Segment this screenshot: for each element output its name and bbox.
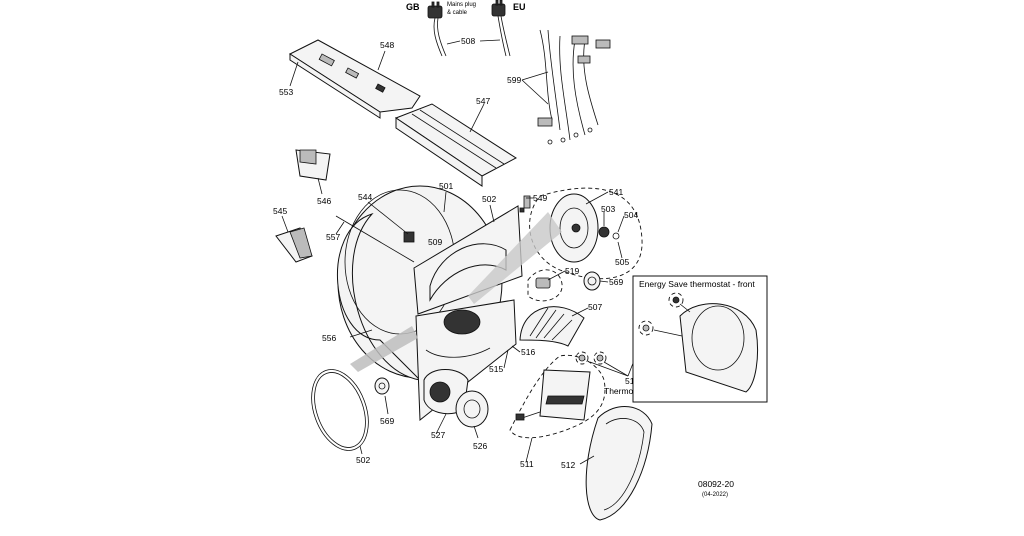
duct-group-outline <box>509 354 606 439</box>
drawing-number: 08092-20 <box>698 479 734 489</box>
label-508: 508 <box>461 36 475 46</box>
label-513: 513 <box>625 376 639 386</box>
label-energy-save: Energy Save thermostat - front <box>639 279 755 289</box>
label-gb: GB <box>406 2 420 12</box>
label-548: 548 <box>380 40 394 50</box>
label-511: 511 <box>520 459 534 469</box>
label-502-top: 502 <box>482 194 496 204</box>
filter-part <box>275 215 313 263</box>
duct-parts <box>515 369 591 463</box>
fan-impeller-parts <box>423 369 489 439</box>
drive-belt-part <box>311 369 369 455</box>
wiring-harness <box>521 29 611 145</box>
label-557: 557 <box>326 232 340 242</box>
filter-cover-part <box>295 149 331 195</box>
bearing-connector-beam <box>468 212 562 304</box>
label-thermostat-kit: Thermostat kit <box>604 386 658 396</box>
label-mains-line1: Mains plug <box>447 2 476 8</box>
label-505: 505 <box>615 257 629 267</box>
label-512: 512 <box>561 460 575 470</box>
label-507: 507 <box>588 302 602 312</box>
label-545: 545 <box>273 206 287 216</box>
label-mains-line2: & cable <box>447 10 468 16</box>
label-553: 553 <box>279 87 293 97</box>
label-503: 503 <box>601 204 615 214</box>
label-515: 515 <box>489 364 503 374</box>
label-527: 527 <box>431 430 445 440</box>
rear-frame-panel <box>413 204 525 315</box>
drum-shaft-bar <box>335 201 415 263</box>
bearing-small-part <box>523 195 534 209</box>
idler-parts <box>535 270 609 291</box>
label-501: 501 <box>439 181 453 191</box>
drawing-date: (04-2022) <box>702 492 728 498</box>
label-509: 509 <box>428 237 442 247</box>
label-544: 544 <box>358 192 372 202</box>
rear-bearing-parts <box>549 191 625 263</box>
control-panel-part <box>288 39 421 119</box>
mains-plug-cable <box>427 0 511 57</box>
label-547: 547 <box>476 96 490 106</box>
label-549: 549 <box>533 193 547 203</box>
heater-housing-part <box>394 103 517 187</box>
label-569-right: 569 <box>609 277 623 287</box>
label-519: 519 <box>565 266 579 276</box>
left-idler-part <box>374 377 390 415</box>
label-504: 504 <box>624 210 638 220</box>
label-eu: EU <box>513 2 526 12</box>
label-526: 526 <box>473 441 487 451</box>
label-569-left: 569 <box>380 416 394 426</box>
label-541: 541 <box>609 187 623 197</box>
label-516: 516 <box>521 347 535 357</box>
label-599: 599 <box>507 75 521 85</box>
label-546: 546 <box>317 196 331 206</box>
front-door-panel <box>579 406 653 521</box>
front-connector-beam <box>350 326 418 372</box>
fan-housing-part <box>519 306 589 347</box>
label-556: 556 <box>322 333 336 343</box>
energy-save-box: Energy Save thermostat - front <box>632 275 768 403</box>
label-502-bottom: 502 <box>356 455 370 465</box>
idler-group-outline <box>527 269 563 302</box>
